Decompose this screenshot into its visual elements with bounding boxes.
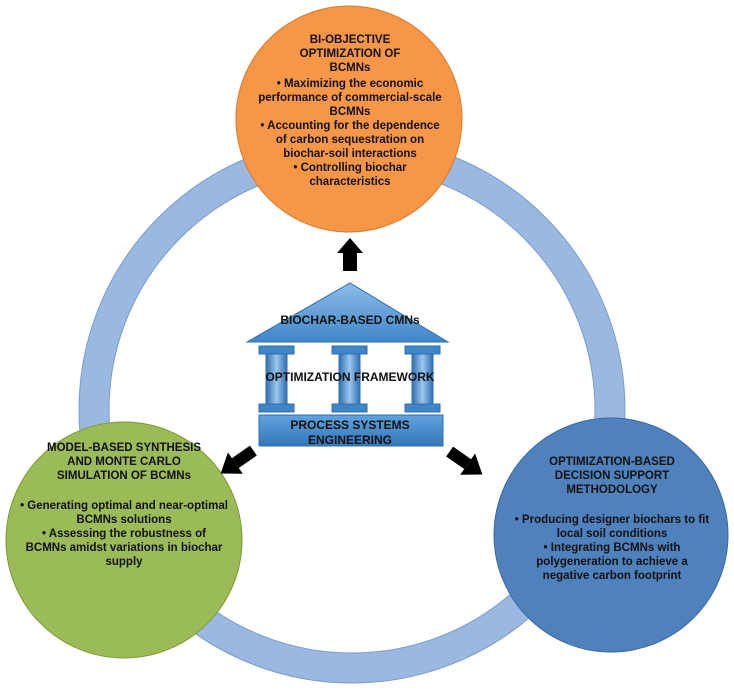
bullet-icon: • (20, 500, 25, 512)
framework-building (245, 282, 450, 447)
arrow-up-icon (337, 238, 363, 271)
right-node-bullets: • Producing designer biochars to fit loc… (502, 513, 722, 583)
building-roof (245, 282, 450, 343)
bullet-text: Assessing the robustness of BCMNs amidst… (25, 528, 223, 568)
bullet-text: Producing designer biochars to fit local… (522, 514, 710, 540)
top-node-text: BI-OBJECTIVE OPTIMIZATION OF BCMNs • Max… (250, 33, 450, 189)
right-node-bullet: • Producing designer biochars to fit loc… (505, 513, 720, 541)
bullet-text: Accounting for the dependence of carbon … (267, 120, 440, 160)
column-base-left (258, 403, 295, 413)
bullet-icon: • (41, 528, 47, 540)
column-base-middle (331, 403, 368, 413)
bullet-text: Maximizing the economic performance of c… (258, 78, 442, 118)
column-cap-right (404, 345, 441, 355)
top-node-bullet: • Maximizing the economic performance of… (255, 77, 445, 119)
framework-label: OPTIMIZATION FRAMEWORK (265, 370, 435, 384)
roof-label: BIOCHAR-BASED CMNs (280, 313, 420, 327)
left-node-bullets: • Generating optimal and near-optimal BC… (14, 499, 234, 569)
top-node-bullet: • Controlling biochar characteristics (275, 161, 425, 189)
left-node-title: MODEL-BASED SYNTHESIS AND MONTE CARLO SI… (47, 442, 201, 482)
bullet-icon: • (260, 120, 265, 132)
column-base-right (404, 403, 441, 413)
left-node-text: MODEL-BASED SYNTHESIS AND MONTE CARLO SI… (14, 441, 234, 569)
arrow-down-left-icon (220, 445, 257, 474)
top-node-circle (235, 5, 463, 233)
column-cap-middle (331, 345, 368, 355)
bullet-icon: • (543, 542, 548, 554)
bullet-icon: • (514, 514, 519, 526)
right-node-circle (493, 417, 729, 653)
bullet-text: Controlling biochar characteristics (300, 162, 407, 188)
left-node-bullet: • Generating optimal and near-optimal BC… (19, 499, 229, 527)
base-label: PROCESS SYSTEMS ENGINEERING (290, 418, 410, 447)
top-node-title: BI-OBJECTIVE OPTIMIZATION OF BCMNs (299, 34, 401, 74)
left-node-circle (5, 421, 243, 659)
bullet-text: Integrating BCMNs with polygeneration to… (536, 542, 688, 582)
column-cap-left (258, 345, 295, 355)
left-node-bullet: • Assessing the robustness of BCMNs amid… (24, 527, 224, 569)
top-node-bullet: • Accounting for the dependence of carbo… (255, 119, 445, 161)
right-node-title: OPTIMIZATION-BASED DECISION SUPPORT METH… (549, 456, 675, 496)
bullet-text: Generating optimal and near-optimal BCMN… (27, 500, 228, 526)
top-node-bullets: • Maximizing the economic performance of… (250, 77, 450, 189)
arrow-down-right-icon (446, 446, 483, 475)
bullet-icon: • (276, 78, 281, 90)
right-node-bullet: • Integrating BCMNs with polygeneration … (515, 541, 710, 583)
right-node-text: OPTIMIZATION-BASED DECISION SUPPORT METH… (502, 455, 722, 583)
bullet-icon: • (293, 162, 298, 174)
building-base (258, 414, 444, 447)
